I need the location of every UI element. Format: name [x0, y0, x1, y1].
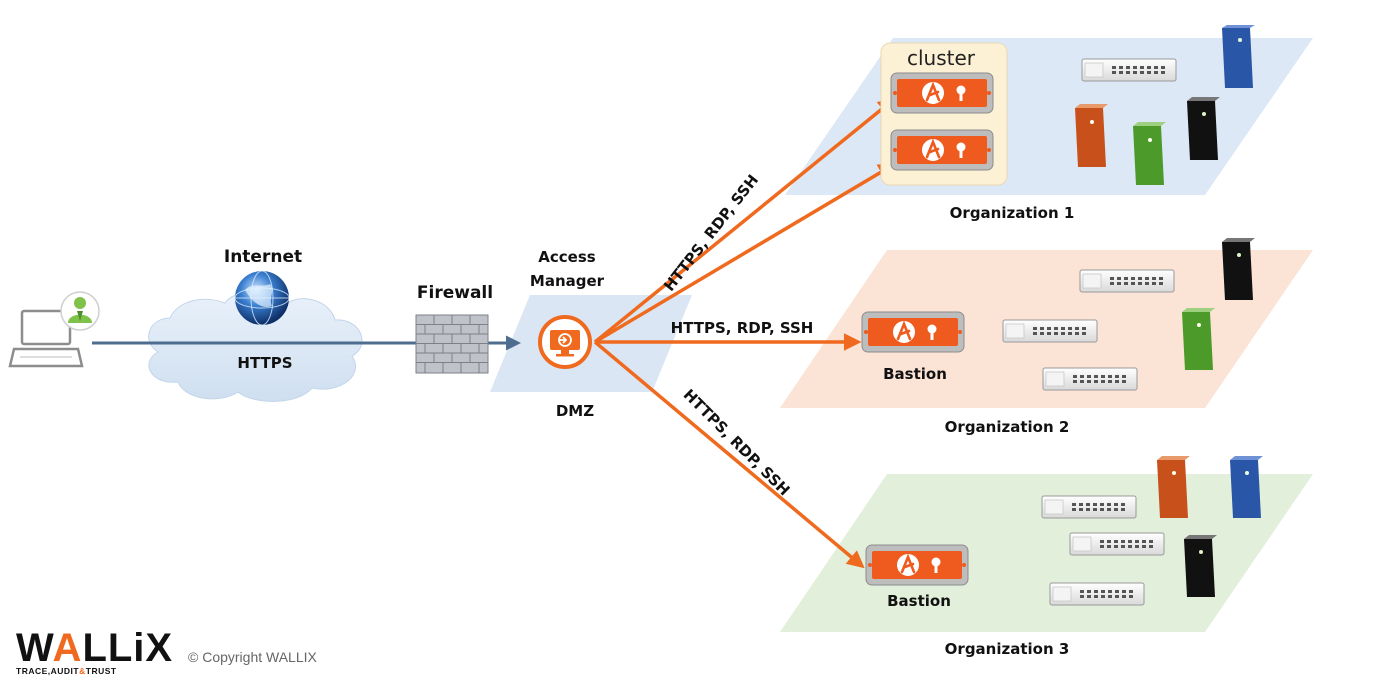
tower-server-icon [1133, 122, 1166, 185]
connection-org1-node1 [593, 97, 896, 344]
access-manager-icon [538, 315, 592, 369]
org1-label: Organization 1 [950, 204, 1075, 222]
wallix-logo: WALLiX TRACE,AUDIT&TRUST [16, 628, 173, 676]
globe-icon [234, 270, 290, 326]
laptop-user-icon [8, 291, 100, 368]
brick-wall-icon [415, 314, 489, 374]
bastion-org3-label: Bastion [887, 592, 951, 610]
tower-server-icon [1075, 104, 1108, 167]
logo-letters-rest: LLiX [82, 626, 174, 670]
tower-server-icon [1157, 456, 1190, 518]
tower-server-icon [1222, 25, 1255, 88]
bastion-appliance-icon [864, 543, 970, 587]
network-switch-icon [1081, 58, 1177, 82]
copyright-text: © Copyright WALLIX [188, 649, 317, 665]
bastion-appliance-icon [860, 310, 966, 354]
access-manager-label-line2: Manager [530, 272, 605, 290]
protocols-org2-label: HTTPS, RDP, SSH [671, 319, 814, 337]
logo-wordmark: WALLiX [16, 628, 173, 668]
logo-tagline: TRACE,AUDIT&TRUST [16, 666, 173, 676]
tower-server-icon [1182, 308, 1215, 370]
network-switch-icon [1069, 532, 1165, 556]
connection-org3 [593, 340, 865, 569]
firewall-label: Firewall [417, 283, 493, 303]
network-switch-icon [1049, 582, 1145, 606]
protocols-org3-label: HTTPS, RDP, SSH [680, 386, 794, 500]
cluster-label: cluster [907, 46, 976, 70]
tagline-post: TRUST [85, 666, 117, 676]
org2-label: Organization 2 [945, 418, 1070, 436]
internet-label: Internet [224, 247, 302, 267]
tower-server-icon [1184, 535, 1217, 597]
network-switch-icon [1002, 319, 1098, 343]
tagline-pre: TRACE,AUDIT [16, 666, 80, 676]
access-manager-label-line1: Access [538, 248, 595, 266]
bastion-appliance-icon [889, 71, 995, 115]
tower-server-icon [1187, 97, 1220, 160]
connection-org1-node2 [594, 163, 897, 344]
bastion-org2-label: Bastion [883, 365, 947, 383]
network-switch-icon [1042, 367, 1138, 391]
org3-label: Organization 3 [945, 640, 1070, 658]
protocols-org1-label: HTTPS, RDP, SSH [660, 171, 762, 295]
bastion-appliance-icon [889, 128, 995, 172]
tower-server-icon [1222, 238, 1255, 300]
https-cloud-label: HTTPS [237, 354, 292, 372]
logo-letter-a: A [52, 626, 83, 670]
tagline-amp: & [79, 666, 86, 676]
tower-server-icon [1230, 456, 1263, 518]
network-switch-icon [1079, 269, 1175, 293]
logo-letter-w: W [16, 626, 53, 670]
dmz-label: DMZ [556, 402, 594, 420]
network-switch-icon [1041, 495, 1137, 519]
